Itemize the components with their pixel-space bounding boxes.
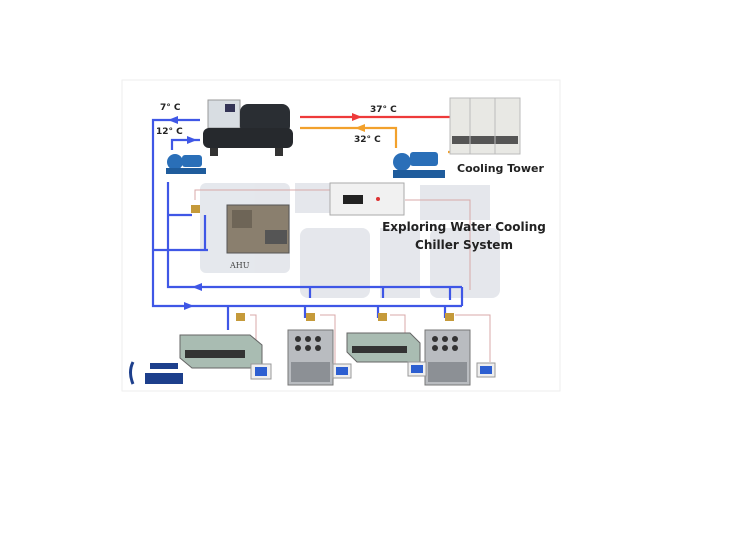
condenser-hot-temp-label: 37° C (370, 105, 397, 115)
ahu-unit (226, 204, 290, 254)
cooling-tower-label: Cooling Tower (457, 162, 544, 175)
arrow-right-icon (352, 113, 362, 121)
dric-logo (129, 361, 183, 385)
arrow-left-icon (192, 283, 202, 291)
return-pipe (166, 182, 462, 289)
ahu-label: AHU (229, 261, 250, 270)
condenser-water-pump (393, 152, 445, 178)
title-line-1: Exploring Water Cooling (382, 220, 546, 234)
title-line-2: Chiller System (415, 238, 513, 252)
ducted-fan-coil-2 (346, 332, 421, 363)
valve-icon (191, 205, 454, 321)
chilled-water-pump (166, 154, 206, 174)
flow-arrows (168, 116, 202, 310)
arrow-right-icon (184, 302, 194, 310)
chiller-unit (203, 99, 293, 156)
controller-unit (329, 182, 405, 216)
supply-temp-label: 7° C (160, 103, 181, 113)
condenser-cold-temp-label: 32° C (354, 135, 381, 145)
arrow-left-icon (168, 116, 178, 124)
thermostat-icon (250, 361, 496, 380)
return-temp-label: 12° C (156, 127, 183, 137)
cooling-tower (449, 97, 521, 155)
arrow-right-icon (187, 136, 197, 144)
arrow-left-icon (355, 124, 365, 132)
cabinet-unit-1 (287, 329, 334, 386)
cabinet-unit-2 (424, 329, 471, 386)
ducted-fan-coil-1 (179, 334, 263, 369)
